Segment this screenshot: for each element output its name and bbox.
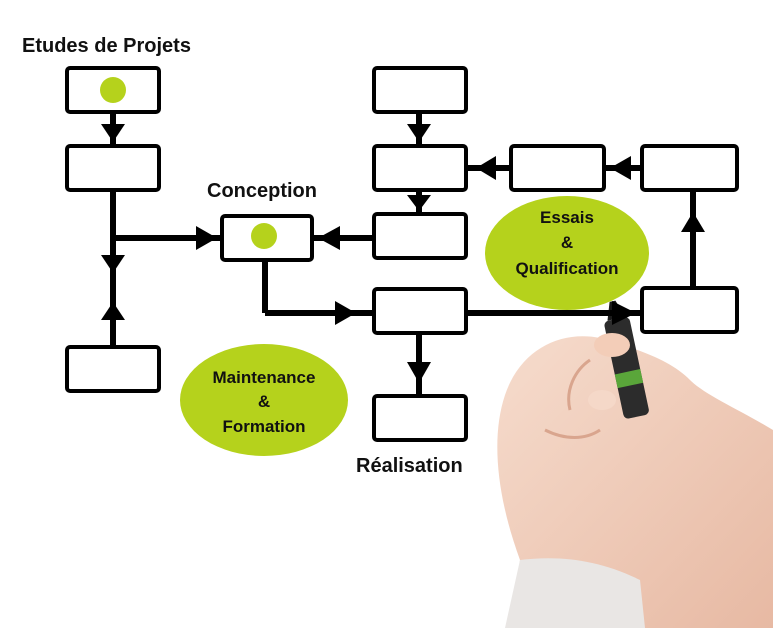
conception-dot-icon <box>251 223 277 249</box>
box-essais-3 <box>640 286 739 334</box>
box-essais-2 <box>640 144 739 192</box>
essais-line2: & <box>561 233 573 252</box>
box-realisation-entry <box>372 287 468 335</box>
box-etudes-2 <box>65 144 161 192</box>
ellipse-maintenance <box>180 344 348 456</box>
start-dot-icon <box>100 77 126 103</box>
maintenance-line3: Formation <box>222 417 305 436</box>
box-etudes-bottom <box>65 345 161 393</box>
box-top-mid <box>372 66 468 114</box>
essais-line3: Qualification <box>516 259 619 278</box>
box-mid-2 <box>372 144 468 192</box>
maintenance-line2: & <box>258 392 270 411</box>
box-essais-1 <box>509 144 606 192</box>
ellipse-essais <box>485 196 649 310</box>
label-etudes: Etudes de Projets <box>22 35 191 57</box>
box-mid-3 <box>372 212 468 260</box>
arrowheads <box>101 124 705 383</box>
label-conception: Conception <box>207 180 317 202</box>
maintenance-line1: Maintenance <box>213 368 316 387</box>
box-realisation <box>372 394 468 442</box>
label-realisation: Réalisation <box>356 455 463 477</box>
essais-line1: Essais <box>540 208 594 227</box>
hand-with-marker-icon <box>497 300 773 628</box>
